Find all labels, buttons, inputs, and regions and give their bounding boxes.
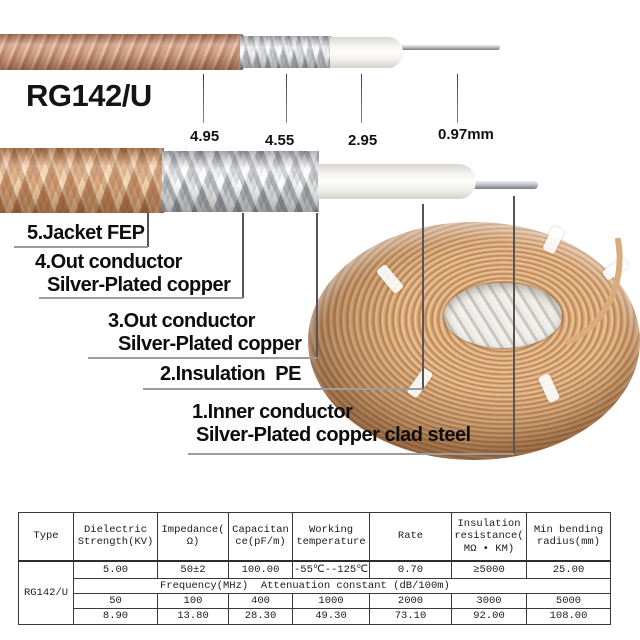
layer-label-outer-conductor-4-material: Silver-Plated copper bbox=[47, 274, 231, 296]
type-cell: RG142/U bbox=[18, 560, 74, 625]
spec-cell-temperature: -55℃--125℃ bbox=[292, 560, 370, 579]
label-underline-insulation bbox=[143, 388, 423, 390]
column-header-type: Type bbox=[18, 512, 74, 562]
spec-values-row: RG142/U 5.00 50±2 100.00 -55℃--125℃ 0.70… bbox=[18, 560, 611, 625]
label-underline-outer-conductor-4 bbox=[39, 297, 243, 299]
column-header-capacitance: Capacitan ce(pF/m) bbox=[228, 512, 293, 562]
band-header-row: Frequency(MHz) Attenuation constant (dB/… bbox=[19, 578, 611, 594]
leader-line-insulation bbox=[422, 204, 424, 389]
dimension-tick-shield bbox=[286, 74, 287, 123]
column-header-bending: Min bending radius(mm) bbox=[526, 512, 611, 562]
frequency-cell: 50 bbox=[73, 593, 158, 609]
spec-cell-impedance: 50±2 bbox=[157, 560, 229, 579]
frequency-cell: 5000 bbox=[526, 593, 611, 609]
spec-cell-bending: 25.00 bbox=[526, 560, 611, 579]
layer-label-outer-conductor-3-material: Silver-Plated copper bbox=[118, 333, 302, 355]
layer-label-outer-conductor-3: 3.Out conductor bbox=[108, 310, 255, 332]
dimension-label: 4.55 bbox=[265, 132, 295, 149]
large-cable-insulation bbox=[318, 164, 476, 199]
large-cable-conductor bbox=[468, 181, 538, 189]
dimension-label: 0.97mm bbox=[438, 126, 494, 143]
attenuation-cell: 108.00 bbox=[526, 608, 611, 625]
coil-center-plastic bbox=[444, 283, 562, 348]
column-header-temperature: Working temperature bbox=[292, 512, 370, 562]
layer-label-outer-conductor-4: 4.Out conductor bbox=[35, 251, 182, 273]
dimension-tick-conductor bbox=[457, 74, 458, 123]
dimension-tick-jacket bbox=[203, 74, 204, 123]
frequency-cell: 100 bbox=[157, 593, 229, 609]
label-underline-inner-conductor bbox=[188, 453, 514, 455]
attenuation-cell: 49.30 bbox=[292, 608, 370, 625]
small-cable-jacket bbox=[0, 34, 244, 70]
small-cable-insulation bbox=[330, 37, 403, 68]
attenuation-row: 8.90 13.80 28.30 49.30 73.10 92.00 108.0… bbox=[19, 608, 611, 625]
spec-cell-rate: 0.70 bbox=[369, 560, 452, 579]
label-underline-outer-conductor-3 bbox=[88, 357, 317, 359]
layer-label-insulation: 2.Insulation PE bbox=[160, 363, 301, 385]
spec-table: Type Dielectric Strength(KV) Impedance( … bbox=[18, 512, 611, 625]
spec-cell-dielectric: 5.00 bbox=[73, 560, 158, 579]
frequency-row: 50 100 400 1000 2000 3000 5000 bbox=[19, 593, 611, 609]
coil-cable-tail bbox=[565, 238, 623, 345]
layer-label-inner-conductor: 1.Inner conductor bbox=[192, 401, 353, 423]
dimension-tick-insulation bbox=[361, 74, 362, 123]
layer-label-jacket: 5.Jacket FEP bbox=[27, 222, 145, 244]
layer-label-inner-conductor-material: Silver-Plated copper clad steel bbox=[196, 424, 471, 446]
label-underline-jacket bbox=[14, 246, 148, 248]
dimension-label: 4.95 bbox=[190, 128, 220, 145]
frequency-cell: 3000 bbox=[451, 593, 527, 609]
attenuation-cell: 92.00 bbox=[451, 608, 527, 625]
leader-line-outer-conductor-4 bbox=[242, 213, 244, 298]
spec-cell-capacitance: 100.00 bbox=[228, 560, 293, 579]
column-header-impedance: Impedance( Ω) bbox=[157, 512, 229, 562]
attenuation-cell: 28.30 bbox=[228, 608, 293, 625]
band-header-cell: Frequency(MHz) Attenuation constant (dB/… bbox=[73, 578, 611, 594]
spec-cell-resistance: ≥5000 bbox=[451, 560, 527, 579]
leader-line-outer-conductor-3 bbox=[316, 213, 318, 357]
small-cable-shield bbox=[240, 36, 332, 68]
leader-line-inner-conductor bbox=[513, 196, 515, 454]
frequency-cell: 1000 bbox=[292, 593, 370, 609]
table-header-row: Type Dielectric Strength(KV) Impedance( … bbox=[18, 512, 611, 562]
attenuation-cell: 8.90 bbox=[73, 608, 158, 625]
small-cable-conductor bbox=[395, 45, 500, 50]
column-header-dielectric: Dielectric Strength(KV) bbox=[73, 512, 158, 562]
leader-line-jacket bbox=[147, 213, 149, 247]
product-title: RG142/U bbox=[26, 78, 152, 113]
large-cable-shield bbox=[162, 151, 319, 212]
frequency-cell: 2000 bbox=[369, 593, 452, 609]
attenuation-cell: 13.80 bbox=[157, 608, 229, 625]
column-header-rate: Rate bbox=[369, 512, 452, 562]
frequency-cell: 400 bbox=[228, 593, 293, 609]
dimension-label: 2.95 bbox=[348, 132, 378, 149]
column-header-resistance: Insulation resistance( MΩ • KM) bbox=[451, 512, 527, 562]
large-cable-jacket bbox=[0, 148, 164, 213]
attenuation-cell: 73.10 bbox=[369, 608, 452, 625]
